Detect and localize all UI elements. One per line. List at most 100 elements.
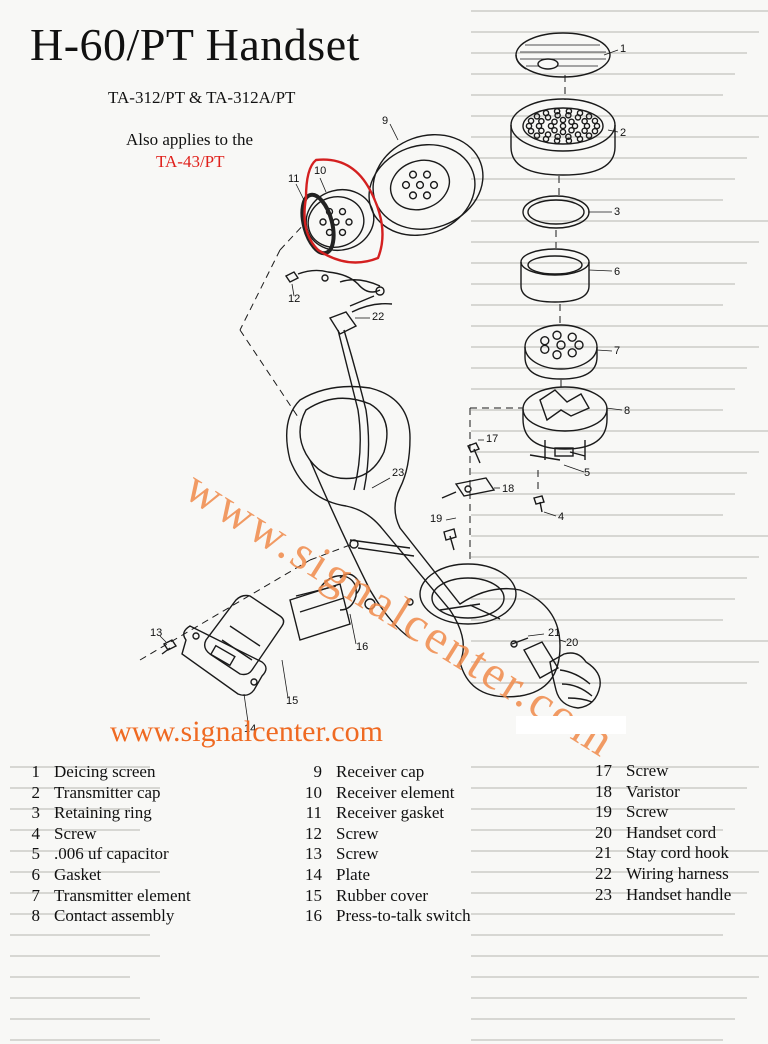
callout-14: 14 [244, 723, 256, 735]
also-applies-text: Also applies to the [126, 130, 254, 149]
hole-mark [551, 118, 558, 126]
part-transmitter-cap [510, 98, 616, 176]
legend-label: Receiver element [336, 782, 455, 802]
hole-mark [525, 122, 533, 130]
hole-mark [554, 111, 561, 119]
legend-item: 20 Handset cord [586, 823, 731, 844]
hole-mark [593, 122, 601, 130]
highlight-circle [303, 158, 384, 264]
hole-mark [591, 127, 599, 135]
callout-22: 22 [372, 311, 384, 323]
hole-mark [415, 180, 425, 190]
legend-label: Receiver gasket [336, 803, 445, 823]
bleed-line [471, 955, 768, 957]
legend-number: 19 [595, 802, 612, 822]
callout-10: 10 [314, 165, 326, 177]
bleed-line [10, 955, 160, 957]
bleed-line [471, 913, 735, 915]
legend-label: Plate [336, 864, 370, 884]
callout-12: 12 [288, 293, 300, 305]
hole-mark [319, 218, 327, 226]
part-receiver-cap [368, 134, 484, 236]
legend-item: 11 Receiver gasket [296, 803, 471, 824]
part-deicing-screen [515, 32, 611, 78]
callout-3: 3 [614, 206, 620, 218]
watermark-url: www.signalcenter.com [110, 715, 383, 748]
legend-number: 5 [31, 844, 41, 864]
legend-number: 17 [595, 761, 612, 780]
part-plate [181, 625, 267, 697]
page-title: H-60/PT Handset [30, 19, 360, 70]
bleed-line [10, 976, 130, 978]
part-receiver-gasket [300, 192, 336, 256]
legend-label: Handset cord [626, 822, 717, 842]
hole-mark [559, 128, 567, 136]
legend-label: Handset handle [626, 884, 732, 904]
hole-mark [542, 135, 550, 143]
callout-2: 2 [620, 127, 626, 139]
hole-mark [554, 133, 561, 141]
model-subtitle: TA-312/PT & TA-312A/PT [108, 88, 296, 107]
blank-patch [516, 716, 626, 734]
legend-number: 12 [305, 823, 322, 843]
hole-mark [552, 350, 562, 360]
part-screw-4 [533, 495, 545, 513]
hole-mark [552, 330, 562, 340]
legend-number: 20 [595, 822, 612, 842]
callout-9: 9 [382, 115, 388, 127]
legend-number: 10 [305, 782, 322, 802]
legend-label: Screw [336, 823, 379, 843]
callout-18: 18 [502, 483, 514, 495]
hole-mark [540, 344, 550, 355]
callout-17: 17 [486, 433, 498, 445]
hole-mark [565, 107, 573, 115]
legend-item: 5.006 uf capacitor [14, 844, 191, 865]
callout-16: 16 [356, 641, 368, 653]
callout-15: 15 [286, 695, 298, 707]
legend-number: 7 [31, 885, 41, 905]
callout-7: 7 [614, 345, 620, 357]
hole-mark [533, 132, 541, 139]
legend-label: Deicing screen [54, 762, 156, 781]
part-wiring-harness [328, 295, 393, 491]
callout-13: 13 [150, 627, 162, 639]
hole-mark [538, 117, 545, 125]
hole-mark [585, 113, 593, 120]
hole-mark [338, 207, 347, 216]
legend-number: 18 [595, 781, 612, 801]
bleed-line [471, 934, 723, 936]
hole-mark [559, 116, 567, 124]
bleed-line [10, 997, 140, 999]
hole-mark [408, 170, 418, 179]
legend-number: 11 [305, 803, 322, 823]
hole-mark [571, 122, 579, 130]
bleed-line [471, 997, 747, 999]
legend-label: Transmitter cap [54, 782, 161, 802]
bleed-line [10, 934, 150, 936]
legend-label: Screw [54, 823, 97, 843]
hole-mark [565, 133, 572, 141]
legend-item: 10 Receiver element [296, 783, 471, 804]
callout-1: 1 [620, 43, 626, 55]
legend-item: 14 Plate [296, 865, 471, 886]
hole-mark [408, 191, 418, 200]
hole-mark [568, 118, 575, 126]
legend-number: 14 [305, 864, 322, 884]
part-transmitter-element [524, 324, 598, 380]
hole-mark [581, 117, 588, 125]
legend-label: Wiring harness [626, 863, 729, 883]
hole-mark [576, 135, 584, 143]
legend-number: 9 [313, 762, 323, 781]
hole-mark [565, 111, 572, 119]
